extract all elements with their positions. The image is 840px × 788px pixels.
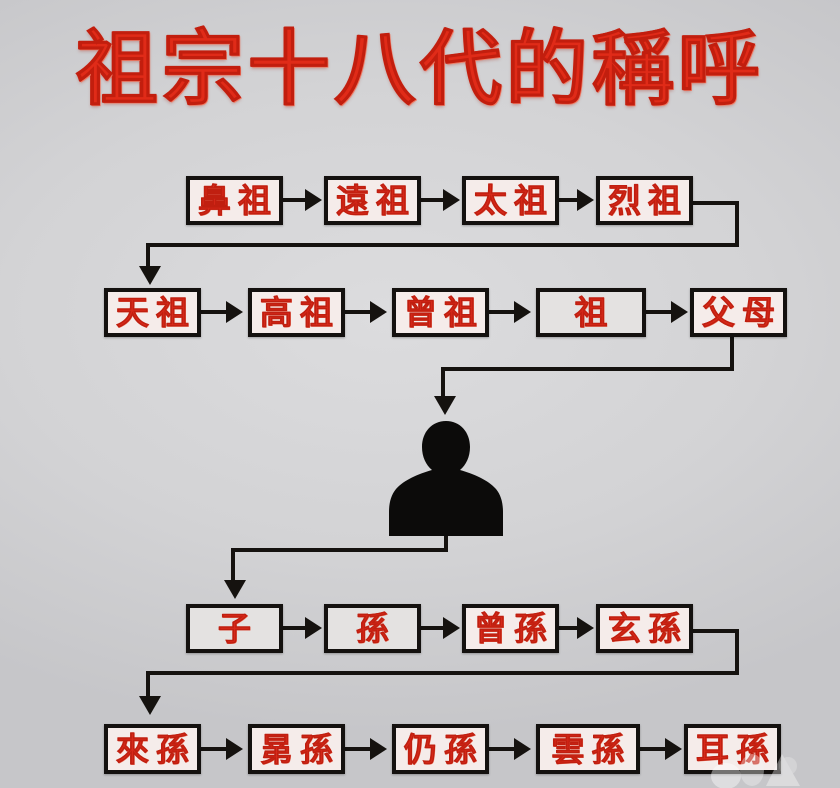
arrow-right-icon [443,617,460,639]
connector-line [421,198,445,202]
node-label: 曾祖 [404,293,484,332]
connector-line [201,310,229,314]
node-label: 孫 [356,609,389,648]
connector-line [283,198,307,202]
wrap-connector-segment [146,243,150,274]
node-box-yuanzu[interactable]: 遠祖 [324,176,421,225]
connector-line [345,747,373,751]
connector-segment [730,337,734,371]
node-label: 雲孫 [551,729,632,769]
node-box-zu[interactable]: 祖 [536,288,646,337]
node-box-taizu[interactable]: 太祖 [462,176,559,225]
node-box-bizu[interactable]: 鼻祖 [186,176,283,225]
arrow-right-icon [226,738,243,760]
arrow-right-icon [514,301,531,323]
arrow-right-icon [443,189,460,211]
node-box-kunsun[interactable]: 晜孫 [248,724,345,774]
node-box-laisun[interactable]: 來孫 [104,724,201,774]
node-box-zi[interactable]: 子 [186,604,283,653]
wrap-connector-segment [146,671,150,703]
arrow-right-icon [671,301,688,323]
connector-segment [231,548,448,552]
node-label: 太祖 [474,181,554,220]
node-box-yunsun[interactable]: 雲孫 [536,724,640,774]
node-box-rengsun[interactable]: 仍孫 [392,724,489,774]
node-label: 來孫 [116,729,196,769]
person-silhouette-icon [378,420,514,536]
connector-line [489,747,517,751]
node-label: 高祖 [260,293,340,332]
wrap-connector-segment [693,201,739,205]
node-label: 耳孫 [696,729,776,769]
node-box-fumu[interactable]: 父母 [690,288,787,337]
connector-segment [444,534,448,552]
node-box-zengsun[interactable]: 曾孫 [462,604,559,653]
node-box-ersun[interactable]: 耳孫 [684,724,781,774]
arrow-right-icon [577,189,594,211]
node-label: 烈祖 [608,181,688,220]
node-label: 晜孫 [260,729,340,769]
node-box-tianzu[interactable]: 天祖 [104,288,201,337]
node-label: 曾孫 [474,609,554,648]
wrap-connector-segment [146,671,739,675]
arrow-down-icon [139,266,161,285]
connector-line [640,747,668,751]
connector-line [201,747,229,751]
arrow-right-icon [577,617,594,639]
arrow-down-icon [224,580,246,599]
arrow-right-icon [370,738,387,760]
connector-line [559,198,583,202]
arrow-down-icon [434,396,456,415]
connector-line [345,310,373,314]
arrow-right-icon [305,189,322,211]
node-label: 祖 [574,293,608,332]
node-label: 父母 [702,293,782,332]
connector-segment [441,367,445,400]
connector-line [421,626,445,630]
wrap-connector-segment [146,243,739,247]
wrap-connector-segment [735,201,739,247]
arrow-right-icon [665,738,682,760]
arrow-right-icon [305,617,322,639]
connector-line [283,626,307,630]
arrow-down-icon [139,696,161,715]
arrow-right-icon [514,738,531,760]
node-label: 遠祖 [336,181,416,220]
connector-segment [441,367,734,371]
node-label: 天祖 [116,293,196,332]
node-label: 鼻祖 [198,181,278,220]
wrap-connector-segment [735,629,739,675]
node-box-zengzu[interactable]: 曾祖 [392,288,489,337]
connector-line [489,310,517,314]
connector-line [559,626,583,630]
connector-segment [231,548,235,584]
node-box-gaozu[interactable]: 高祖 [248,288,345,337]
node-box-xuansun[interactable]: 玄孫 [596,604,693,653]
arrow-right-icon [226,301,243,323]
wrap-connector-segment [693,629,739,633]
node-label: 仍孫 [404,729,484,769]
arrow-right-icon [370,301,387,323]
node-box-liezu[interactable]: 烈祖 [596,176,693,225]
connector-line [646,310,674,314]
node-box-sun[interactable]: 孫 [324,604,421,653]
node-label: 子 [218,609,251,648]
node-label: 玄孫 [608,609,688,648]
page-title: 祖宗十八代的稱呼 [75,21,764,117]
